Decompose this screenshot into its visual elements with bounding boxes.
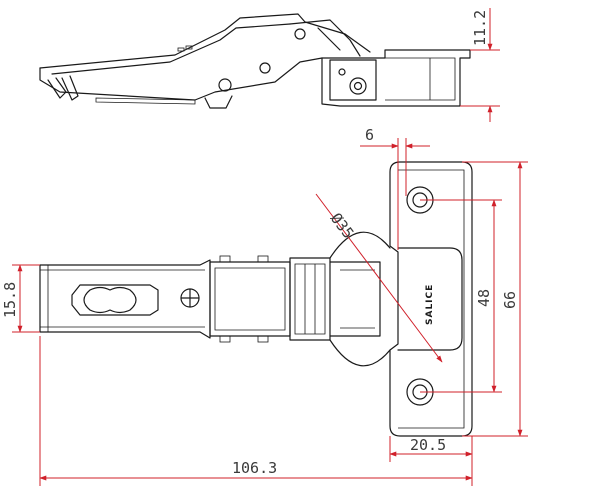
plate-width-label: 20.5 xyxy=(410,436,446,454)
dimension-hole-offset: 6 xyxy=(360,126,430,250)
dimension-side-offset: 11.2 xyxy=(460,8,500,122)
dimension-overall-length: 106.3 xyxy=(39,336,473,486)
hole-spacing-label: 48 xyxy=(475,289,493,307)
dimension-plate-width: 20.5 xyxy=(389,436,473,462)
top-view: SALICE xyxy=(39,161,473,437)
dimension-plate-height: 66 xyxy=(462,161,528,437)
plate-height-label: 66 xyxy=(501,291,519,309)
side-view xyxy=(39,13,471,109)
arm-width-label: 15.8 xyxy=(1,282,19,318)
hole-offset-label: 6 xyxy=(365,126,374,144)
side-offset-label: 11.2 xyxy=(471,10,489,46)
dimension-hole-spacing: 48 xyxy=(420,199,502,393)
dimension-cup-diameter: Ø35 xyxy=(315,193,443,363)
dimension-arm-width: 15.8 xyxy=(1,264,40,333)
brand-label: SALICE xyxy=(425,284,435,325)
overall-length-label: 106.3 xyxy=(232,459,277,477)
